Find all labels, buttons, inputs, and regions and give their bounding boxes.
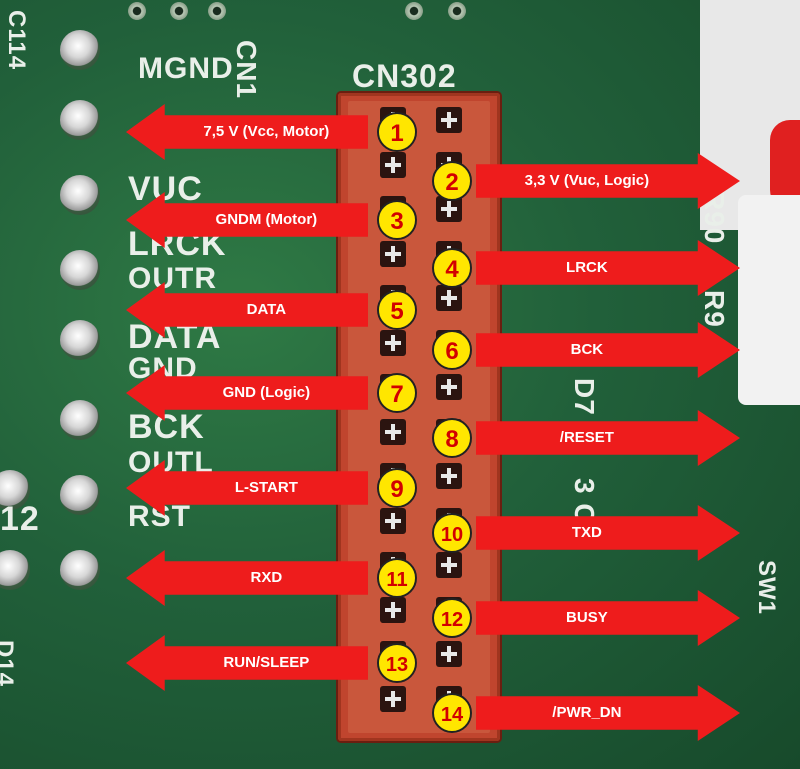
- via: [170, 2, 188, 20]
- connector-pin-hole: [380, 596, 406, 623]
- solder-pad: [0, 550, 30, 590]
- connector-pin-hole: [380, 151, 406, 178]
- connector-pin-hole: [436, 552, 462, 578]
- pin-8-label: /RESET: [559, 429, 614, 446]
- pin-10-number-badge: 10: [432, 513, 472, 553]
- pin-3-number-badge: 3: [377, 200, 417, 240]
- pin-13-number-badge: 13: [377, 643, 417, 683]
- pin-5-number-badge: 5: [377, 290, 417, 330]
- pin-6-number-badge: 6: [432, 330, 472, 370]
- pin-3-arrow: GNDM (Motor): [126, 192, 368, 248]
- pin-4-label: LRCK: [566, 259, 608, 276]
- silkscreen-c114: C114: [3, 10, 30, 71]
- pin-2-arrow: 3,3 V (Vuc, Logic): [476, 153, 740, 209]
- connector-pin-hole: [380, 685, 406, 712]
- connector-pin-hole: [380, 418, 406, 445]
- connector-pin-hole: [436, 374, 462, 400]
- silkscreen-mgnd: MGND: [138, 52, 234, 85]
- connector-pin-hole: [436, 107, 462, 133]
- via: [405, 2, 423, 20]
- pin-9-number-badge: 9: [377, 468, 417, 508]
- silkscreen-cn1: CN1: [231, 40, 262, 100]
- pin-10-arrow: TXD: [476, 505, 740, 561]
- pin-6-arrow: BCK: [476, 322, 740, 378]
- via: [208, 2, 226, 20]
- connector-pin-hole: [380, 507, 406, 534]
- pin-13-arrow: RUN/SLEEP: [126, 635, 368, 691]
- pin-5-arrow: DATA: [126, 282, 368, 338]
- pin-10-label: TXD: [571, 524, 602, 541]
- connector-pin-hole: [436, 463, 462, 489]
- pin-8-arrow: /RESET: [476, 410, 740, 466]
- connector-pin-hole: [380, 240, 406, 267]
- pin-11-arrow: RXD: [126, 550, 368, 606]
- silkscreen-d14: D14: [0, 640, 18, 688]
- solder-pad: [60, 550, 100, 590]
- pin-14-arrow: /PWR_DN: [476, 685, 740, 741]
- silkscreen-cn302: CN302: [352, 58, 457, 94]
- solder-pad: [60, 175, 100, 215]
- pin-2-number-badge: 2: [432, 161, 472, 201]
- pin-7-label: GND (Logic): [222, 384, 311, 401]
- pin-5-label: DATA: [246, 301, 287, 318]
- solder-pad: [60, 400, 100, 440]
- solder-pad: [60, 30, 100, 70]
- pin-9-arrow: L-START: [126, 460, 368, 516]
- via: [448, 2, 466, 20]
- pin-11-label: RXD: [250, 569, 283, 586]
- pin-7-number-badge: 7: [377, 373, 417, 413]
- white-socket: [738, 195, 800, 405]
- silkscreen-outr: OUTR: [128, 262, 217, 295]
- silkscreen-sw: SW1: [753, 560, 780, 616]
- pin-8-number-badge: 8: [432, 418, 472, 458]
- pin-11-number-badge: 11: [377, 558, 417, 598]
- pin-13-label: RUN/SLEEP: [223, 654, 310, 671]
- silkscreen-12: 12: [0, 500, 40, 538]
- pin-4-number-badge: 4: [432, 248, 472, 288]
- pin-1-label: 7,5 V (Vcc, Motor): [203, 123, 330, 140]
- pin-14-number-badge: 14: [432, 693, 472, 733]
- solder-pad: [60, 475, 100, 515]
- pin-4-arrow: LRCK: [476, 240, 740, 296]
- silkscreen-vuc: VUC: [128, 170, 203, 208]
- connector-pin-hole: [436, 641, 462, 667]
- solder-pad: [60, 100, 100, 140]
- pin-3-label: GNDM (Motor): [215, 211, 318, 228]
- via: [128, 2, 146, 20]
- pin-2-label: 3,3 V (Vuc, Logic): [524, 172, 650, 189]
- pin-6-label: BCK: [570, 341, 604, 358]
- pin-12-arrow: BUSY: [476, 590, 740, 646]
- silkscreen-bck: BCK: [128, 408, 205, 446]
- connector-pin-hole: [436, 285, 462, 311]
- pin-12-number-badge: 12: [432, 598, 472, 638]
- connector-pin-hole: [380, 329, 406, 356]
- pin-1-arrow: 7,5 V (Vcc, Motor): [126, 104, 368, 160]
- pin-14-label: /PWR_DN: [552, 704, 622, 721]
- pin-7-arrow: GND (Logic): [126, 365, 368, 421]
- solder-pad: [60, 250, 100, 290]
- pin-12-label: BUSY: [566, 609, 608, 626]
- pin-9-label: L-START: [234, 479, 298, 496]
- solder-pad: [60, 320, 100, 360]
- pin-1-number-badge: 1: [377, 112, 417, 152]
